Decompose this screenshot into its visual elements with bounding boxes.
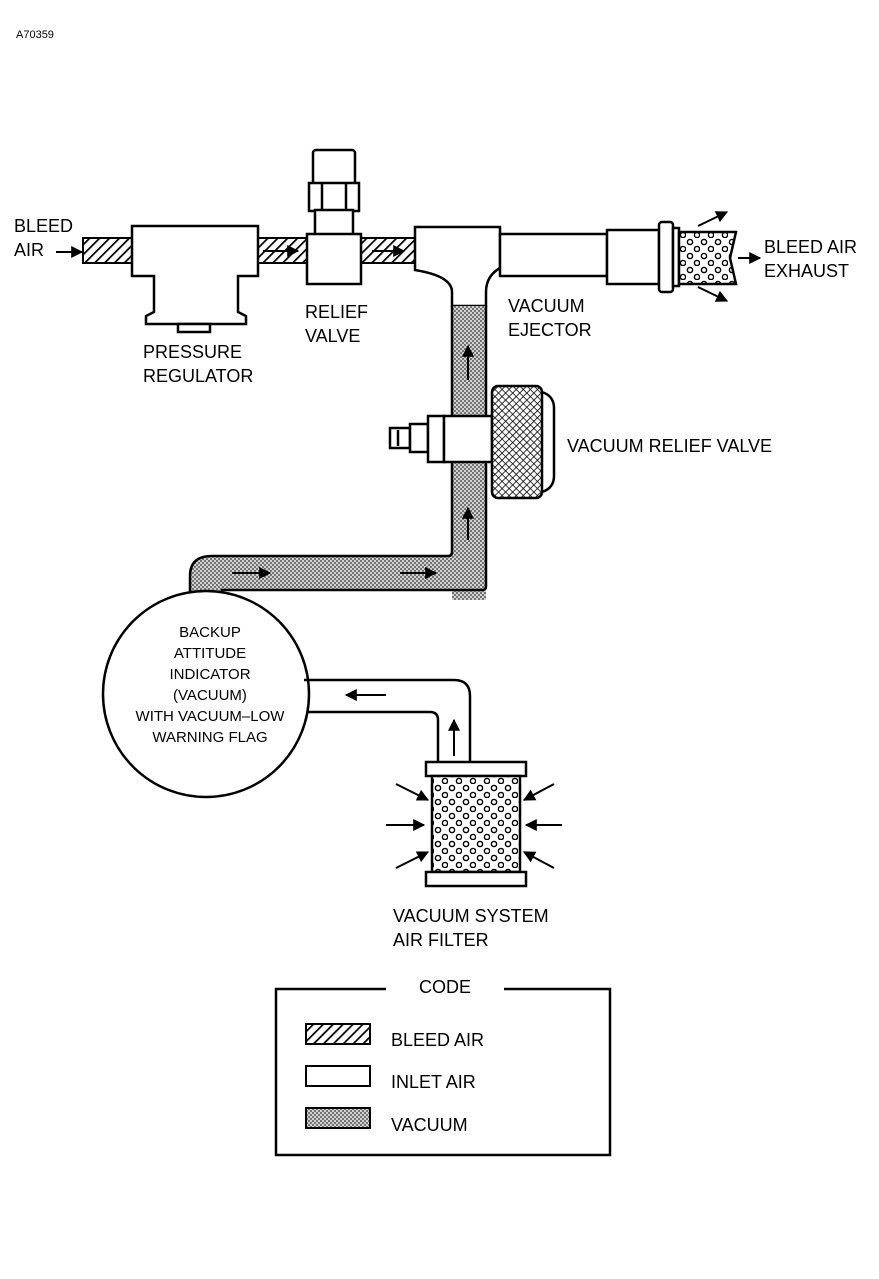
- label-pressure-regulator: PRESSURE REGULATOR: [143, 342, 253, 386]
- svg-text:EXHAUST: EXHAUST: [764, 261, 849, 281]
- svg-text:VALVE: VALVE: [305, 326, 360, 346]
- figure-id: A70359: [16, 29, 54, 41]
- legend-swatch-bleed-air: [305, 1023, 371, 1045]
- vacuum-line: [188, 306, 488, 600]
- vacuum-system-air-filter: [424, 760, 528, 888]
- svg-text:(VACUUM): (VACUUM): [173, 687, 247, 704]
- pressure-regulator: [130, 224, 260, 334]
- svg-text:RELIEF: RELIEF: [305, 302, 368, 322]
- svg-text:AIR FILTER: AIR FILTER: [393, 930, 489, 950]
- legend-swatch-inlet-air: [305, 1065, 371, 1087]
- label-vacuum-ejector: VACUUM EJECTOR: [508, 296, 592, 340]
- label-bleed-air-in: BLEED AIR: [14, 216, 73, 260]
- svg-text:WITH VACUUM–LOW: WITH VACUUM–LOW: [136, 708, 286, 725]
- svg-text:PRESSURE: PRESSURE: [143, 342, 242, 362]
- legend-title: CODE: [419, 977, 471, 997]
- svg-text:BACKUP: BACKUP: [179, 624, 241, 641]
- backup-attitude-indicator: [101, 589, 311, 799]
- svg-text:ATTITUDE: ATTITUDE: [174, 645, 246, 662]
- filter-intake-arrows: [386, 783, 562, 869]
- svg-text:BLEED AIR: BLEED AIR: [764, 237, 857, 257]
- inlet-air-line: [304, 678, 472, 762]
- bleed-air-line: [56, 237, 417, 264]
- svg-text:REGULATOR: REGULATOR: [143, 366, 253, 386]
- relief-valve: [305, 148, 363, 286]
- legend: CODE BLEED AIR INLET AIR VACUUM: [274, 977, 612, 1157]
- label-backup-attitude-indicator: BACKUP ATTITUDE INDICATOR (VACUUM) WITH …: [136, 624, 286, 746]
- legend-label-bleed-air: BLEED AIR: [391, 1030, 484, 1050]
- svg-text:BLEED: BLEED: [14, 216, 73, 236]
- svg-text:AIR: AIR: [14, 240, 44, 260]
- svg-text:WARNING FLAG: WARNING FLAG: [152, 729, 267, 746]
- svg-text:VACUUM: VACUUM: [508, 296, 585, 316]
- legend-label-inlet-air: INLET AIR: [391, 1072, 476, 1092]
- legend-swatch-vacuum: [305, 1107, 371, 1129]
- svg-text:VACUUM SYSTEM: VACUUM SYSTEM: [393, 906, 549, 926]
- legend-label-vacuum: VACUUM: [391, 1115, 468, 1135]
- vacuum-relief-valve: [388, 384, 556, 500]
- label-bleed-air-exhaust: BLEED AIR EXHAUST: [764, 237, 857, 281]
- exhaust-arrows: [697, 211, 762, 302]
- svg-text:INDICATOR: INDICATOR: [169, 666, 250, 683]
- label-relief-valve: RELIEF VALVE: [305, 302, 368, 346]
- label-vacuum-relief-valve: VACUUM RELIEF VALVE: [567, 436, 772, 456]
- svg-text:EJECTOR: EJECTOR: [508, 320, 592, 340]
- label-vacuum-system-air-filter: VACUUM SYSTEM AIR FILTER: [393, 906, 549, 950]
